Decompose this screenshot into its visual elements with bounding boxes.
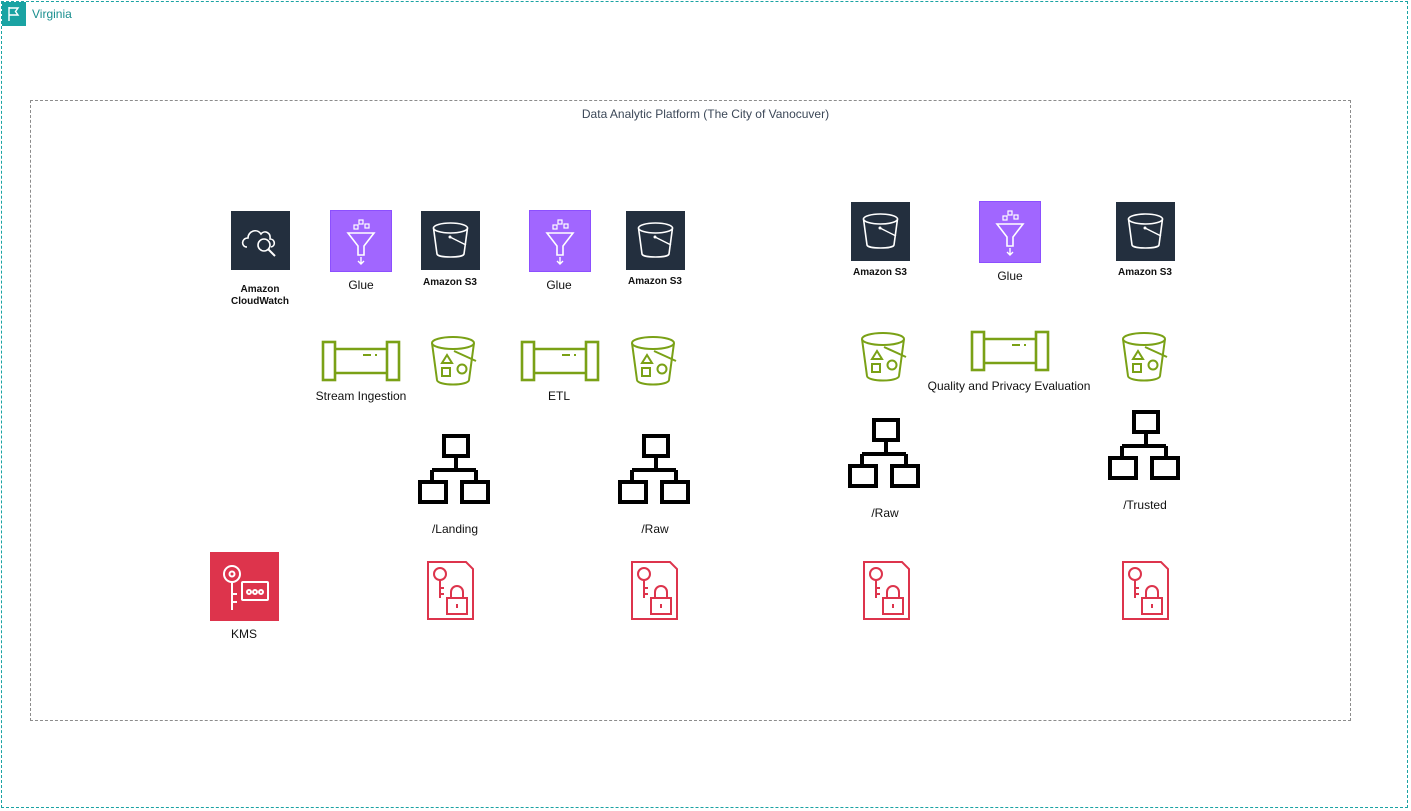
region-label: Virginia xyxy=(32,7,72,21)
s3-icon-1[interactable] xyxy=(421,211,480,270)
s3-bucket-icon-3[interactable] xyxy=(860,331,910,383)
landing-label: /Landing xyxy=(431,522,479,536)
glue-job-icon-etl[interactable] xyxy=(520,340,600,382)
glue-job-icon-stream[interactable] xyxy=(321,340,401,382)
glue-job-icon-quality[interactable] xyxy=(970,330,1050,372)
kms-key-icon-3[interactable] xyxy=(862,560,912,622)
s3-icon-4[interactable] xyxy=(1116,202,1175,261)
folder-hierarchy-icon-landing[interactable] xyxy=(418,434,492,506)
s3-label-3: Amazon S3 xyxy=(853,267,907,278)
folder-hierarchy-icon-trusted[interactable] xyxy=(1108,410,1182,482)
s3-icon-3[interactable] xyxy=(851,202,910,261)
kms-label: KMS xyxy=(230,627,258,641)
kms-key-icon-4[interactable] xyxy=(1121,560,1171,622)
cloudwatch-icon[interactable] xyxy=(231,211,290,270)
folder-hierarchy-icon-raw-1[interactable] xyxy=(618,434,692,506)
s3-icon-2[interactable] xyxy=(626,211,685,270)
platform-group xyxy=(30,100,1351,721)
s3-label-2: Amazon S3 xyxy=(628,276,682,287)
kms-key-icon-1[interactable] xyxy=(426,560,476,622)
glue-label-2: Glue xyxy=(546,278,572,292)
folder-hierarchy-icon-raw-2[interactable] xyxy=(848,418,922,490)
glue-label-1: Glue xyxy=(348,278,374,292)
s3-label-4: Amazon S3 xyxy=(1118,267,1172,278)
s3-bucket-icon-4[interactable] xyxy=(1121,331,1171,383)
glue-icon-1[interactable] xyxy=(330,210,392,272)
platform-label: Data Analytic Platform (The City of Vano… xyxy=(581,107,830,121)
s3-label-1: Amazon S3 xyxy=(423,277,477,288)
raw-label-1: /Raw xyxy=(641,522,669,536)
kms-icon[interactable] xyxy=(210,552,279,621)
region-flag-icon xyxy=(2,2,26,26)
glue-icon-3[interactable] xyxy=(979,201,1041,263)
trusted-label: /Trusted xyxy=(1123,498,1167,512)
stream-ingestion-label: Stream Ingestion xyxy=(315,389,407,403)
s3-bucket-icon-1[interactable] xyxy=(430,335,480,387)
glue-label-3: Glue xyxy=(997,269,1023,283)
kms-key-icon-2[interactable] xyxy=(630,560,680,622)
raw-label-2: /Raw xyxy=(871,506,899,520)
glue-icon-2[interactable] xyxy=(529,210,591,272)
quality-eval-label: Quality and Privacy Evaluation xyxy=(927,379,1091,393)
s3-bucket-icon-2[interactable] xyxy=(630,335,680,387)
etl-label: ETL xyxy=(547,389,571,403)
